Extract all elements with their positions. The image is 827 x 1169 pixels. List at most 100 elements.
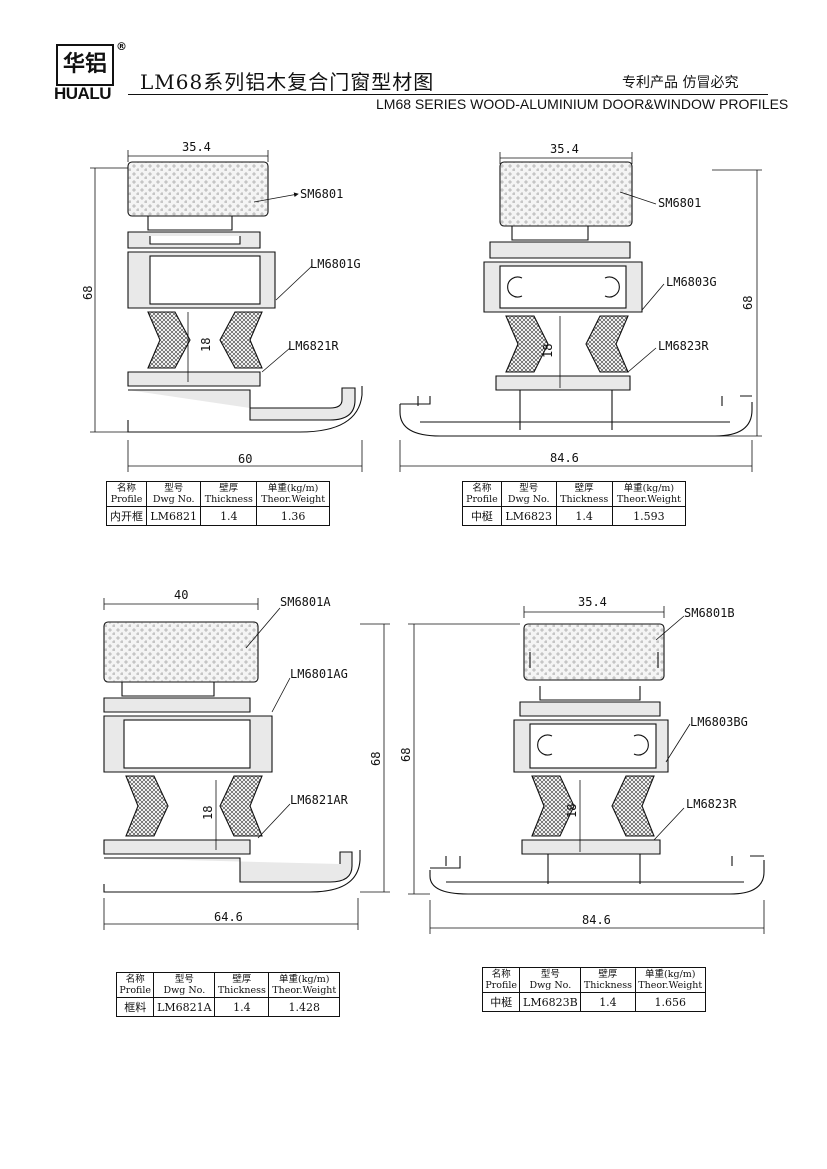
dim-height-1: 68 (81, 286, 95, 300)
dim-bottom-1: 60 (238, 452, 252, 466)
profile-drawing-3 (103, 621, 361, 893)
callout-3b: LM6801AG (290, 667, 348, 681)
screw-port-left (537, 734, 553, 756)
callout-4c: LM6823R (686, 797, 737, 811)
callout-3a: SM6801A (280, 595, 331, 609)
dim-inner-4: 18 (565, 804, 579, 818)
profile-name: 内开框 (105, 506, 148, 526)
weight: 1.428 (268, 997, 340, 1017)
thermal-break-right (219, 311, 263, 369)
profile-name: 中梃 (462, 506, 502, 526)
thermal-break-right (611, 775, 655, 837)
thickness: 1.4 (200, 506, 258, 526)
dim-bottom-2: 84.6 (550, 451, 579, 465)
weight: 1.656 (634, 992, 707, 1012)
top-chamber (489, 241, 631, 259)
clip-connector (147, 216, 233, 231)
thermal-break-right (585, 315, 629, 373)
wood-cladding (523, 623, 665, 681)
col-weight: 单重(kg/m)Theor.Weight (611, 481, 687, 507)
dim-height-4: 68 (399, 748, 413, 762)
top-chamber (103, 697, 251, 713)
thermal-break-left (531, 775, 575, 837)
thermal-break-left (147, 311, 191, 369)
base-chamber (128, 387, 356, 421)
callout-2c: LM6823R (658, 339, 709, 353)
dwg-no: LM6821 (146, 506, 202, 526)
wood-cladding (103, 621, 259, 683)
weight: 1.36 (256, 506, 330, 526)
dimension-lines (90, 150, 765, 934)
top-chamber (519, 701, 661, 717)
base-chamber (104, 851, 353, 883)
header-rule (128, 94, 768, 95)
logo-mark: 华铝 (56, 44, 114, 86)
screw-port-right (604, 276, 620, 298)
profile-name: 框料 (115, 997, 155, 1017)
col-weight: 单重(kg/m)Theor.Weight (268, 972, 340, 998)
base-chamber (420, 390, 730, 430)
dim-top-3: 40 (174, 588, 188, 602)
wood-cladding (499, 161, 633, 227)
dim-inner-2: 18 (541, 344, 555, 358)
dwg-no: LM6823B (519, 992, 582, 1012)
dim-inner-3: 18 (201, 806, 215, 820)
profile-drawing-4 (429, 623, 765, 895)
top-chamber (127, 231, 261, 249)
dwg-no: LM6821A (153, 997, 216, 1017)
thermal-break-left (125, 775, 169, 837)
page-subtitle: LM68 SERIES WOOD-ALUMINIUM DOOR&WINDOW P… (376, 96, 789, 112)
dwg-no: LM6823 (500, 506, 557, 526)
wood-cladding (127, 161, 269, 217)
callout-1b: LM6801G (310, 257, 361, 271)
patent-notice: 专利产品 仿冒必究 (622, 75, 739, 91)
callout-4b: LM6803BG (690, 715, 748, 729)
thermal-break-left (505, 315, 549, 373)
callout-4a: SM6801B (684, 606, 735, 620)
col-weight: 单重(kg/m)Theor.Weight (256, 481, 330, 507)
screw-port-right (633, 734, 649, 756)
callout-2b: LM6803G (666, 275, 717, 289)
thickness: 1.4 (555, 506, 613, 526)
dim-height-2: 68 (741, 296, 755, 310)
profile-name: 中梃 (481, 992, 521, 1012)
callout-3c: LM6821AR (290, 793, 349, 807)
callout-1a: SM6801 (300, 187, 343, 201)
dim-top-2: 35.4 (550, 142, 579, 156)
profile-drawing-1 (127, 161, 363, 433)
hualu-logo: 华铝 ® HUALU (54, 40, 127, 104)
base-chamber (446, 854, 744, 884)
profile-drawing-2 (399, 161, 753, 437)
dim-bottom-3: 64.6 (214, 910, 243, 924)
dim-height-3: 68 (369, 752, 383, 766)
logo-wordmark: HUALU (54, 84, 112, 103)
screw-port-left (507, 276, 523, 298)
callout-2a: SM6801 (658, 196, 701, 210)
col-weight: 单重(kg/m)Theor.Weight (634, 967, 707, 993)
page-title: LM68系列铝木复合门窗型材图 (140, 70, 435, 94)
callout-1c: LM6821R (288, 339, 339, 353)
thickness: 1.4 (214, 997, 270, 1017)
thickness: 1.4 (580, 992, 636, 1012)
dim-bottom-4: 84.6 (582, 913, 611, 927)
dim-inner-1: 18 (199, 338, 213, 352)
registered-mark: ® (116, 40, 127, 53)
dim-top-1: 35.4 (182, 140, 211, 154)
dim-top-4: 35.4 (578, 595, 607, 609)
